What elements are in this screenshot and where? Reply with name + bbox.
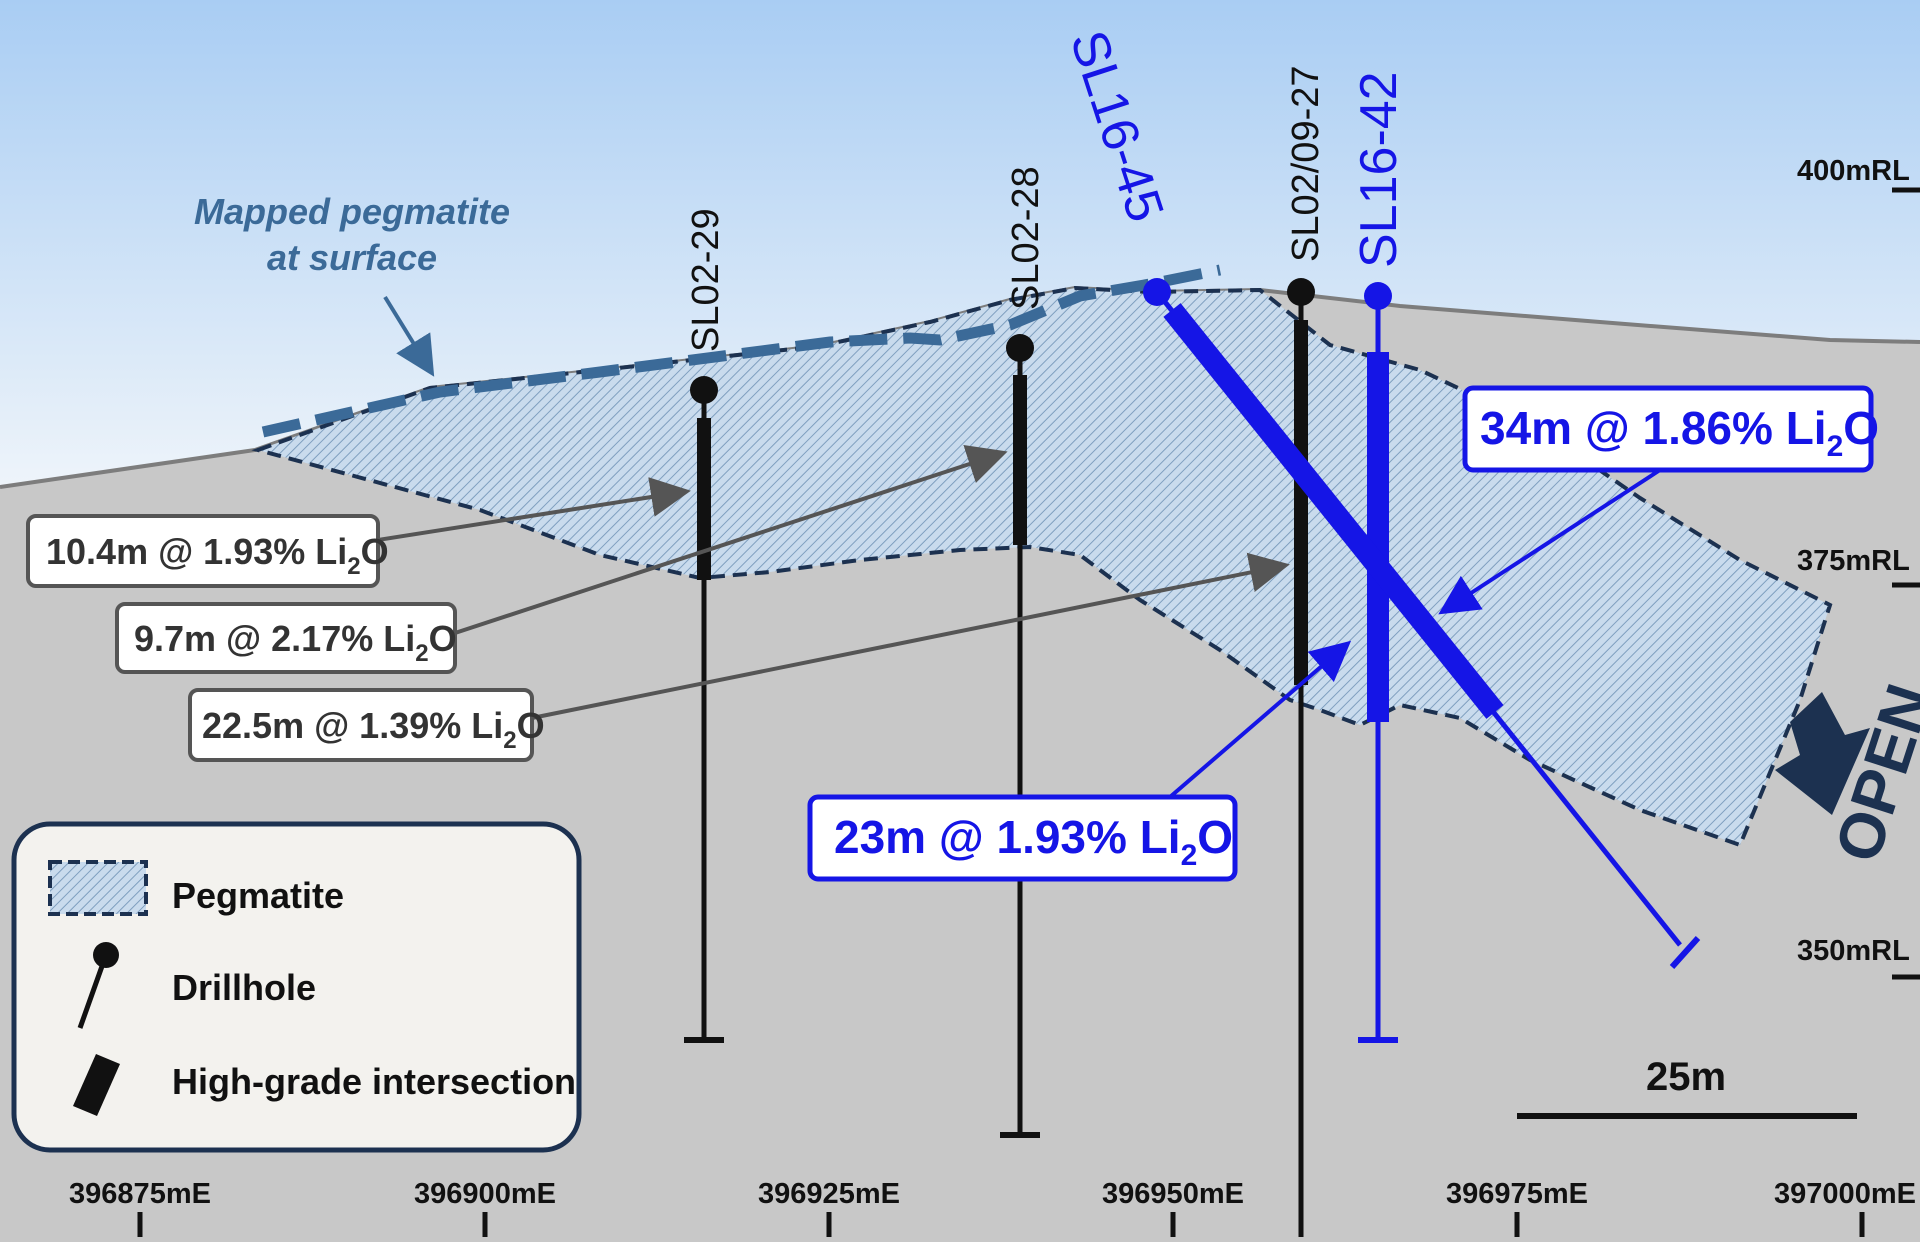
drillhole-label: SL02-29 [685,208,727,352]
easting-label: 396950mE [1102,1178,1244,1210]
scale-bar-label: 25m [1646,1055,1726,1099]
drillhole-label: SL16-42 [1350,71,1408,268]
callout-box [807,794,1238,882]
legend-label: High-grade intersection [172,1061,576,1102]
callout-box [115,602,457,674]
easting-label: 396925mE [758,1178,900,1210]
drillhole-endcap [1669,935,1701,970]
drillhole-collar [1143,278,1171,306]
elevation-axis: 400mRL 375mRL 350mRL [1797,155,1920,980]
elevation-label: 400mRL [1797,155,1910,187]
pegmatite-body [251,285,1833,848]
callout-arrow [1168,640,1352,799]
intersection-callout-sl02-09-27: 22.5m @ 1.39% Li2O [188,552,1290,762]
callout-arrow [454,444,1008,635]
easting-axis: 396875mE 396900mE 396925mE 396950mE 3969… [69,1178,1916,1237]
callout-text: 34m @ 1.86% Li2O [1480,402,1879,463]
scale-bar: 25m [1517,1055,1857,1119]
easting-label: 396900mE [414,1178,556,1210]
callout-arrow [1438,468,1662,615]
drillhole-sl02-09-27: SL02/09-27 [1285,66,1327,1237]
drillhole-sl16-42: SL16-42 [1350,71,1408,1043]
callout-arrow [377,477,691,542]
callout-arrow [531,552,1290,720]
high-grade-icon [73,1054,120,1116]
callout-text: 23m @ 1.93% Li2O [834,811,1233,872]
drillhole-collar [1006,334,1034,362]
mapped-pegmatite-line [261,264,1222,438]
callout-text: 9.7m @ 2.17% Li2O [134,618,457,667]
intersection-callout-sl16-45: 23m @ 1.93% Li2O [807,640,1352,882]
intersection-callout-sl02-28: 9.7m @ 2.17% Li2O [115,444,1008,674]
callout-box [188,688,534,762]
drillhole-collar [690,376,718,404]
intersection-callout-sl16-42: 34m @ 1.86% Li2O [1438,385,1879,615]
elevation-label: 375mRL [1797,545,1910,577]
mapped-pegmatite-label-line2: at surface [267,237,437,278]
mapped-pegmatite-label-line1: Mapped pegmatite [194,191,510,232]
open-arrow-icon [1775,692,1870,815]
intersection-callout-sl02-29: 10.4m @ 1.93% Li2O [26,477,691,588]
callout-box [1462,385,1874,473]
pegmatite-swatch-icon [48,860,148,916]
high-grade-intersection [1163,303,1504,719]
callout-box [26,514,380,588]
open-indicator: OPEN [1775,676,1920,870]
drillhole-icon [77,942,119,1029]
legend-label: Pegmatite [172,875,344,916]
drillhole-sl02-28: SL02-28 [1000,166,1047,1138]
callout-text: 10.4m @ 1.93% Li2O [46,531,389,580]
drillhole-label: SL02/09-27 [1285,66,1327,263]
callout-text: 22.5m @ 1.39% Li2O [202,705,545,754]
legend-box [11,821,582,1153]
sky [0,0,1920,487]
elevation-label: 350mRL [1797,935,1910,967]
drillhole-collar [1364,282,1392,310]
easting-label: 396975mE [1446,1178,1588,1210]
legend-label: Drillhole [172,967,316,1008]
drillhole-collar [1287,278,1315,306]
drillhole-label: SL02-28 [1005,166,1047,310]
legend: Pegmatite Drillhole High-grade intersect… [11,821,582,1153]
mapped-pegmatite-arrow [383,295,435,377]
easting-label: 396875mE [69,1178,211,1210]
easting-label: 397000mE [1774,1178,1916,1210]
